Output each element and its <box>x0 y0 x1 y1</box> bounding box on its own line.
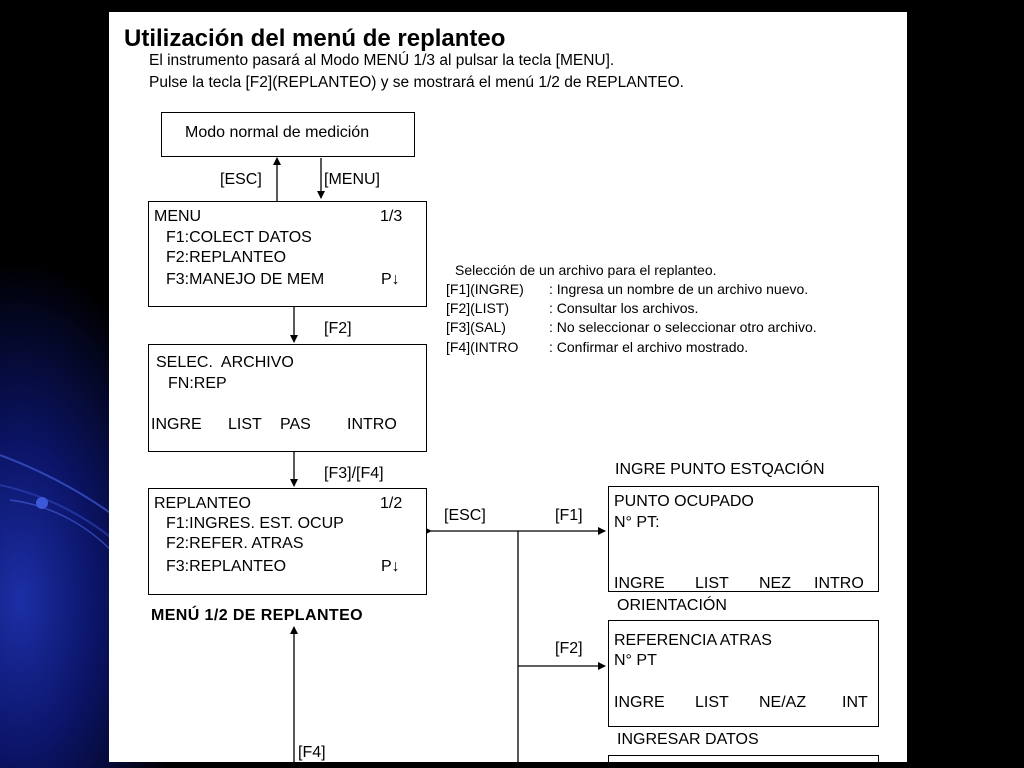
notes-heading: Selección de un archivo para el replante… <box>455 262 717 278</box>
stakeout-menu-caption: MENÚ 1/2 DE REPLANTEO <box>151 607 363 624</box>
note-key-2: [F2](LIST) <box>446 300 510 316</box>
stakeout-title: REPLANTEO <box>154 495 251 512</box>
occupied-line1: PUNTO OCUPADO <box>614 493 754 510</box>
stakeout-f2: F2:REFER. ATRAS <box>166 535 304 552</box>
key-f2-branch: [F2] <box>555 640 583 657</box>
backsight-key-int: INT <box>842 694 868 711</box>
note-desc-4: : Confirmar el archivo mostrado. <box>549 339 749 355</box>
note-key-4: [F4](INTRO <box>446 339 519 355</box>
backsight-line2: N° PT <box>614 652 657 669</box>
select-file-key-intro: INTRO <box>347 416 397 433</box>
input-data-box <box>608 755 879 762</box>
occupied-key-intro: INTRO <box>814 575 864 592</box>
select-file-key-list: LIST <box>228 416 262 433</box>
menu-page: 1/3 <box>380 208 403 225</box>
menu-f3: F3:MANEJO DE MEM <box>166 271 325 288</box>
note-key-1: [F1](INGRE) <box>446 281 524 297</box>
caption-orientation: ORIENTACIÓN <box>617 597 727 614</box>
stakeout-menu-box <box>148 488 427 595</box>
background-swoosh <box>0 454 120 561</box>
note-desc-1: : Ingresa un nombre de un archivo nuevo. <box>549 281 809 297</box>
key-esc-2: [ESC] <box>444 507 486 524</box>
menu-box <box>148 201 427 307</box>
backsight-key-ingre: INGRE <box>614 694 665 711</box>
normal-mode-box <box>161 112 415 157</box>
caption-station: INGRE PUNTO ESTQACIÓN <box>615 461 825 478</box>
key-f3-f4: [F3]/[F4] <box>324 465 384 482</box>
normal-mode-label: Modo normal de medición <box>185 124 370 141</box>
backsight-box <box>608 620 879 727</box>
slide: Utilización del menú de replanteo El ins… <box>109 12 907 762</box>
key-f2: [F2] <box>324 320 352 337</box>
select-file-key-ingre: INGRE <box>151 416 202 433</box>
backsight-key-list: LIST <box>695 694 729 711</box>
occupied-key-list: LIST <box>695 575 729 592</box>
occupied-key-ingre: INGRE <box>614 575 665 592</box>
menu-more: P↓ <box>381 271 400 288</box>
occupied-key-nez: NEZ <box>759 575 791 592</box>
menu-title: MENU <box>154 208 202 225</box>
key-f4: [F4] <box>298 744 326 761</box>
menu-f1: F1:COLECT DATOS <box>166 229 312 246</box>
note-desc-3: : No seleccionar o seleccionar otro arch… <box>549 319 817 335</box>
stakeout-more: P↓ <box>381 558 400 575</box>
select-file-box <box>148 344 427 452</box>
intro-line-2: Pulse la tecla [F2](REPLANTEO) y se most… <box>149 74 684 91</box>
slide-title: Utilización del menú de replanteo <box>124 25 506 52</box>
key-menu: [MENU] <box>324 171 380 188</box>
intro-line-1: El instrumento pasará al Modo MENÚ 1/3 a… <box>149 52 615 69</box>
stakeout-f1: F1:INGRES. EST. OCUP <box>166 515 344 532</box>
occupied-line2: N° PT: <box>614 514 660 531</box>
backsight-key-neaz: NE/AZ <box>759 694 807 711</box>
stakeout-page: 1/2 <box>380 495 403 512</box>
select-file-line2: FN:REP <box>168 375 227 392</box>
menu-f2: F2:REPLANTEO <box>166 249 287 266</box>
occupied-point-box <box>608 486 879 592</box>
caption-input-data: INGRESAR DATOS <box>617 731 759 748</box>
key-f1: [F1] <box>555 507 583 524</box>
select-file-line1: SELEC. ARCHIVO <box>156 354 294 371</box>
note-key-3: [F3](SAL) <box>446 319 506 335</box>
key-esc: [ESC] <box>220 171 262 188</box>
note-desc-2: : Consultar los archivos. <box>549 300 699 316</box>
backsight-line1: REFERENCIA ATRAS <box>614 632 772 649</box>
select-file-key-pas: PAS <box>280 416 311 433</box>
stakeout-f3: F3:REPLANTEO <box>166 558 287 575</box>
